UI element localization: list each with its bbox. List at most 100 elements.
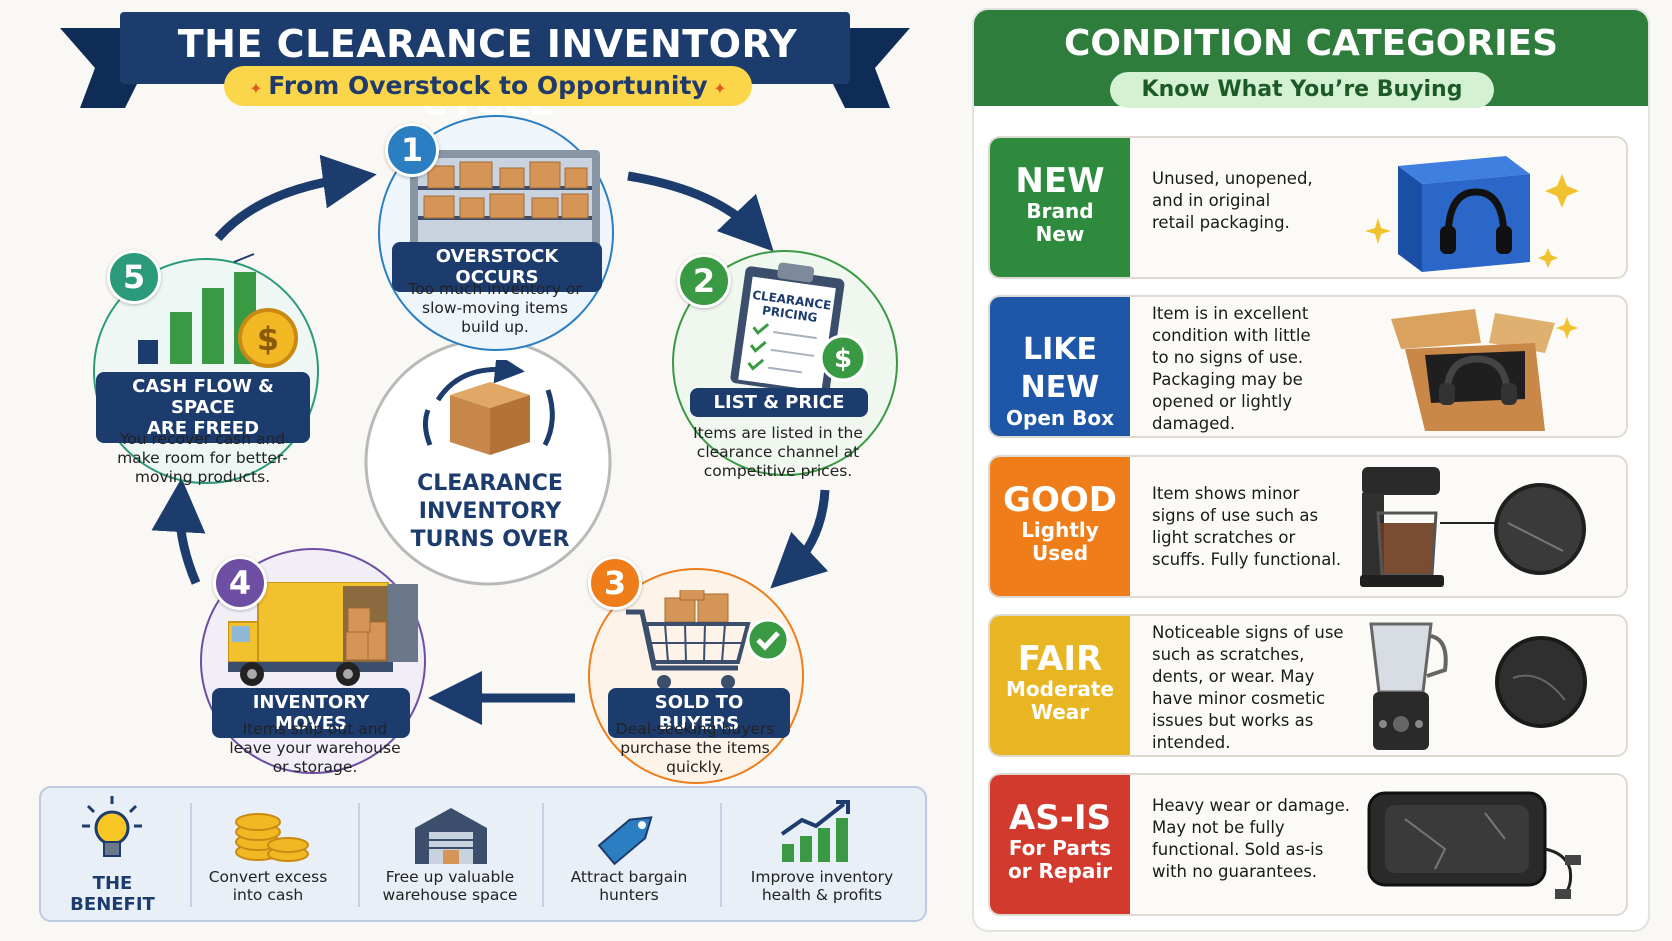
desc-line: moving products. [134,468,271,486]
desc-line: May not be fully [1152,818,1285,837]
desc-line: Items ship out and [242,720,388,738]
step-2-number: 2 [677,254,731,308]
step-4-description: Items ship out and leave your warehouse … [190,720,440,777]
condition-description: Item shows minor signs of use such as li… [1152,483,1341,571]
desc-line: scuffs. Fully functional. [1152,550,1342,569]
condition-sub: Lightly [1021,518,1099,542]
benefit-line: warehouse space [382,886,518,904]
sparkle-icon [1365,218,1391,244]
open-box-headphones-icon [1391,309,1578,431]
benefit-line: Free up valuable [385,868,515,886]
desc-line: light scratches or [1152,528,1296,547]
benefit-item-space: Free up valuable warehouse space [370,868,530,904]
condition-name: FAIR [1017,639,1103,679]
lightbulb-icon [82,796,142,857]
condition-sub: Moderate [1005,677,1114,701]
cycle-subtitle-text: From Overstock to Opportunity [268,71,708,100]
step-3-label: SOLD TO BUYERS [608,688,790,738]
desc-line: slow-moving items [422,299,568,317]
desc-line: or storage. [272,758,358,776]
condition-card-fair: FAIR Moderate Wear Noticeable signs of u… [988,614,1628,757]
center-line: CLEARANCE [417,471,563,496]
dollar-symbol: $ [834,344,852,374]
step-4-number: 4 [213,556,267,610]
desc-line: quickly. [666,758,724,776]
divider [190,803,192,907]
growth-chart-icon [780,800,850,862]
desc-line: functional. Sold as-is [1152,840,1324,859]
desc-line: Item is in excellent [1152,304,1309,323]
condition-tag-fair: FAIR Moderate Wear [990,616,1130,755]
step-5-description: You recover cash and make room for bette… [80,430,325,487]
step-4-label: INVENTORY MOVES [212,688,410,738]
benefit-line: Improve inventory [750,868,894,886]
condition-card-as-is: AS-IS For Parts or Repair Heavy wear or … [988,773,1628,916]
benefit-line: health & profits [761,886,883,904]
benefit-line: hunters [599,886,659,904]
condition-card-new: NEW Brand New Unused, unopened, and in o… [988,136,1628,279]
condition-sub: Open Box [1006,406,1114,430]
condition-description: Item is in excellent condition with litt… [1152,303,1311,435]
benefit-line: Attract bargain [570,868,688,886]
boxed-headphones-icon [1398,156,1579,272]
shopping-cart-icon [626,590,790,689]
condition-sub: Brand [1026,199,1094,223]
arrow-5-to-1 [214,154,377,241]
desc-line: with no guarantees. [1152,862,1318,881]
condition-name: GOOD [1003,480,1117,520]
condition-sub: Used [1031,541,1089,565]
condition-sub: or Repair [1007,859,1113,883]
center-label: CLEARANCE INVENTORY TURNS OVER [375,470,605,554]
desc-line: Noticeable signs of use [1152,623,1344,642]
desc-line: Deal-seeking buyers [615,720,775,738]
condition-card-good: GOOD Lightly Used Item shows minor signs… [988,455,1628,598]
desc-line: have minor cosmetic [1152,689,1326,708]
coins-icon [235,813,309,862]
condition-card-like-new: LIKE NEW Open Box Item is in excellent c… [988,295,1628,438]
benefit-item-profits: Improve inventory health & profits [732,868,912,904]
cycle-subtitle: ✦ From Overstock to Opportunity ✦ [224,66,752,106]
desc-line: retail packaging. [1152,213,1290,232]
conditions-subtitle: Know What You’re Buying [1110,72,1494,108]
clipboard-icon: CLEARANCE PRICING $ [730,262,867,392]
benefit-line: into cash [232,886,304,904]
desc-line: and in original [1152,191,1271,210]
sparkle-left-icon: ✦ [249,79,269,98]
step-3-description: Deal-seeking buyers purchase the items q… [570,720,820,777]
benefit-line: Convert excess [208,868,328,886]
arrow-1-to-2 [627,171,774,252]
divider [720,803,722,907]
coffee-maker-icon [1360,467,1586,587]
desc-line: opened or lightly [1152,392,1293,411]
step-5-number: 5 [107,250,161,304]
step-1-label: OVERSTOCK OCCURS [392,242,602,292]
desc-line: dents, or wear. May [1152,667,1315,686]
sparkle-right-icon: ✦ [707,79,727,98]
condition-name: AS-IS [1008,798,1112,838]
condition-name: LIKE NEW [1020,332,1100,405]
step-2-label: LIST & PRICE [690,388,868,417]
desc-line: purchase the items [620,739,770,757]
desc-line: signs of use such as [1152,506,1319,525]
desc-line: condition with little [1152,326,1311,345]
desc-line: to no signs of use. [1152,348,1304,367]
benefit-item-hunters: Attract bargain hunters [549,868,709,904]
broken-speaker-icon [1367,791,1581,899]
price-tag-icon [597,816,653,866]
desc-line: build up. [461,318,529,336]
center-line: TURNS OVER [410,527,570,552]
label-line: CASH FLOW & SPACE [132,376,274,418]
desc-line: intended. [1152,733,1231,752]
condition-tag-new: NEW Brand New [990,138,1130,277]
condition-tag-good: GOOD Lightly Used [990,457,1130,596]
condition-tag-as-is: AS-IS For Parts or Repair [990,775,1130,914]
desc-line: issues but works as [1152,711,1314,730]
desc-line: Heavy wear or damage. [1152,796,1350,815]
step-1-description: Too much inventory or slow-moving items … [360,280,630,337]
condition-description: Heavy wear or damage. May not be fully f… [1152,795,1350,883]
condition-sub: New [1035,222,1085,246]
condition-description: Noticeable signs of use such as scratche… [1152,622,1344,754]
desc-line: leave your warehouse [229,739,401,757]
step-1-number: 1 [385,123,439,177]
warehouse-icon [415,808,487,864]
